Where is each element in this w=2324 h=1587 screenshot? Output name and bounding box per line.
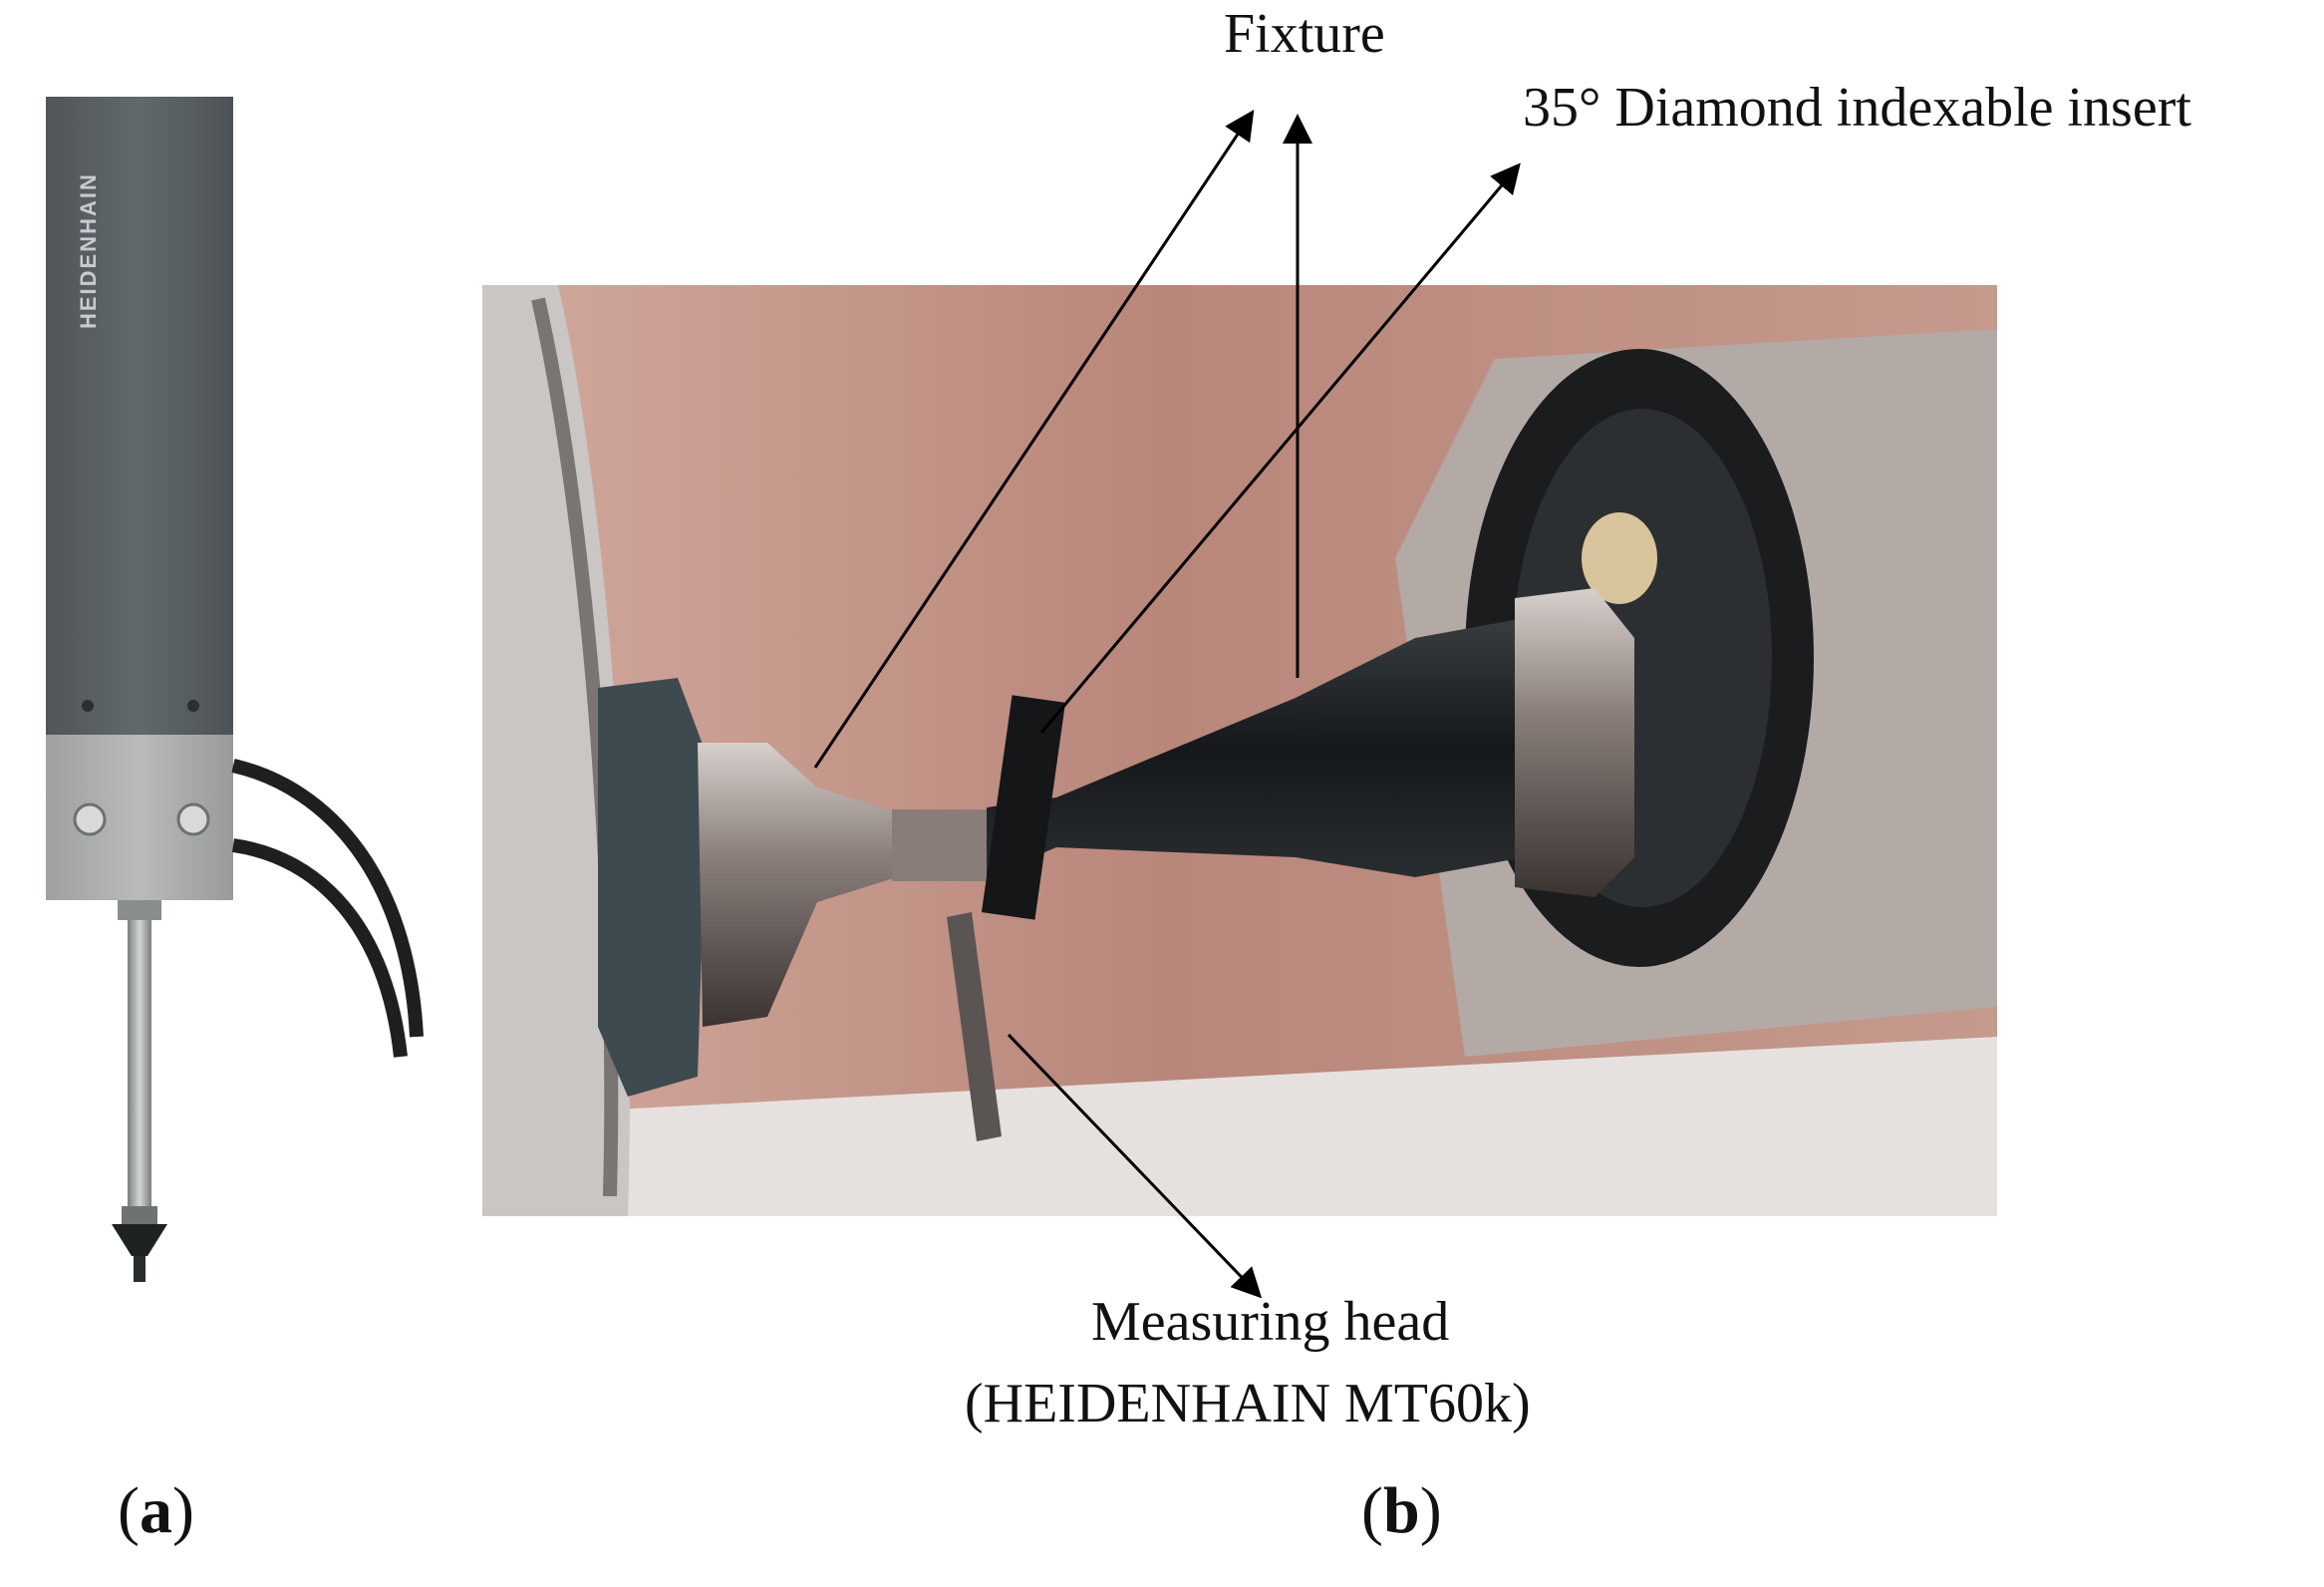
gauge-logo: HEIDENHAIN: [76, 172, 101, 329]
photo-floor: [482, 1037, 1997, 1216]
gauge-body: [46, 97, 233, 735]
fixture-arrow-left: [813, 110, 1255, 769]
svg-text:HEIDENHAIN: HEIDENHAIN: [76, 172, 101, 329]
left-faceplate-edge: [531, 297, 619, 1197]
workpiece-neck: [892, 809, 992, 881]
measuring-head-label: Measuring head: [1091, 1291, 1450, 1353]
gauge-rod-collar: [118, 900, 161, 920]
right-steel-collar: [1515, 588, 1634, 897]
left-steel-cone: [698, 743, 897, 1027]
caption-b: (b): [1361, 1474, 1442, 1547]
gauge-plunger: [128, 920, 151, 1209]
gauge-cable: [232, 838, 408, 1058]
chuck-jaw: [1582, 512, 1657, 604]
insert-label: 35° Diamond indexable insert: [1523, 77, 2191, 139]
gauge-cable: [231, 759, 424, 1038]
diamond-insert: [981, 695, 1066, 920]
measuring-head-model-label: (HEIDENHAIN MT60k): [965, 1373, 1531, 1434]
gauge-probe-tip: [112, 1224, 167, 1256]
gauge-plunger-tip-base: [122, 1206, 157, 1224]
clamp-screw: [176, 802, 210, 836]
clamp-screw: [73, 802, 107, 836]
left-faceplate: [482, 285, 630, 1216]
gauge-hole: [187, 700, 199, 712]
insert-arrow: [1039, 162, 1521, 734]
measuring-head-arrow: [1007, 1033, 1263, 1299]
fixture-label: Fixture: [1224, 3, 1385, 65]
left-hex-nut: [598, 678, 708, 1097]
gauge-probe-point: [134, 1256, 145, 1282]
caption-a: (a): [118, 1474, 194, 1547]
black-workpiece: [987, 618, 1525, 877]
gauge-hole: [82, 700, 94, 712]
measuring-probe-rod: [947, 912, 1002, 1141]
